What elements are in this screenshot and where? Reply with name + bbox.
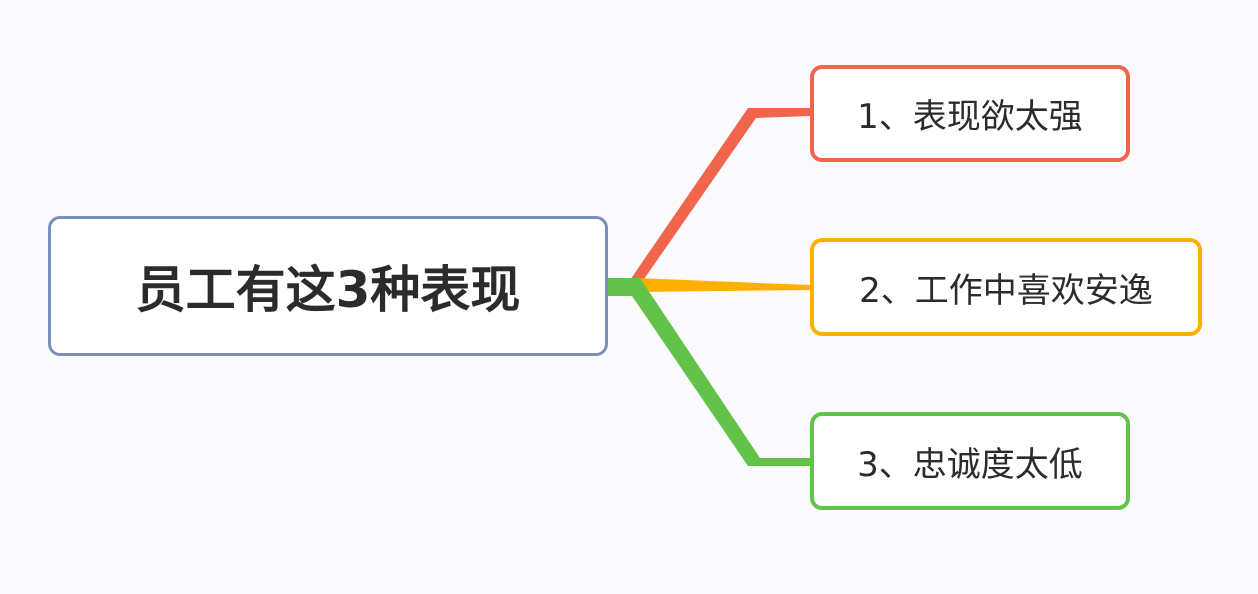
- connector-orange: [636, 278, 810, 292]
- branch-label: 1、表现欲太强: [857, 97, 1083, 137]
- root-label: 员工有这3种表现: [135, 261, 521, 319]
- branch-node-1[interactable]: 1、表现欲太强: [810, 65, 1130, 162]
- branch-node-3[interactable]: 3、忠诚度太低: [810, 412, 1130, 510]
- connector-green: [608, 278, 810, 466]
- branch-label: 3、忠诚度太低: [857, 444, 1083, 485]
- root-node[interactable]: 员工有这3种表现: [48, 216, 608, 356]
- branch-label: 2、工作中喜欢安逸: [859, 270, 1153, 311]
- branch-node-2[interactable]: 2、工作中喜欢安逸: [810, 238, 1202, 336]
- connector-red: [630, 108, 810, 282]
